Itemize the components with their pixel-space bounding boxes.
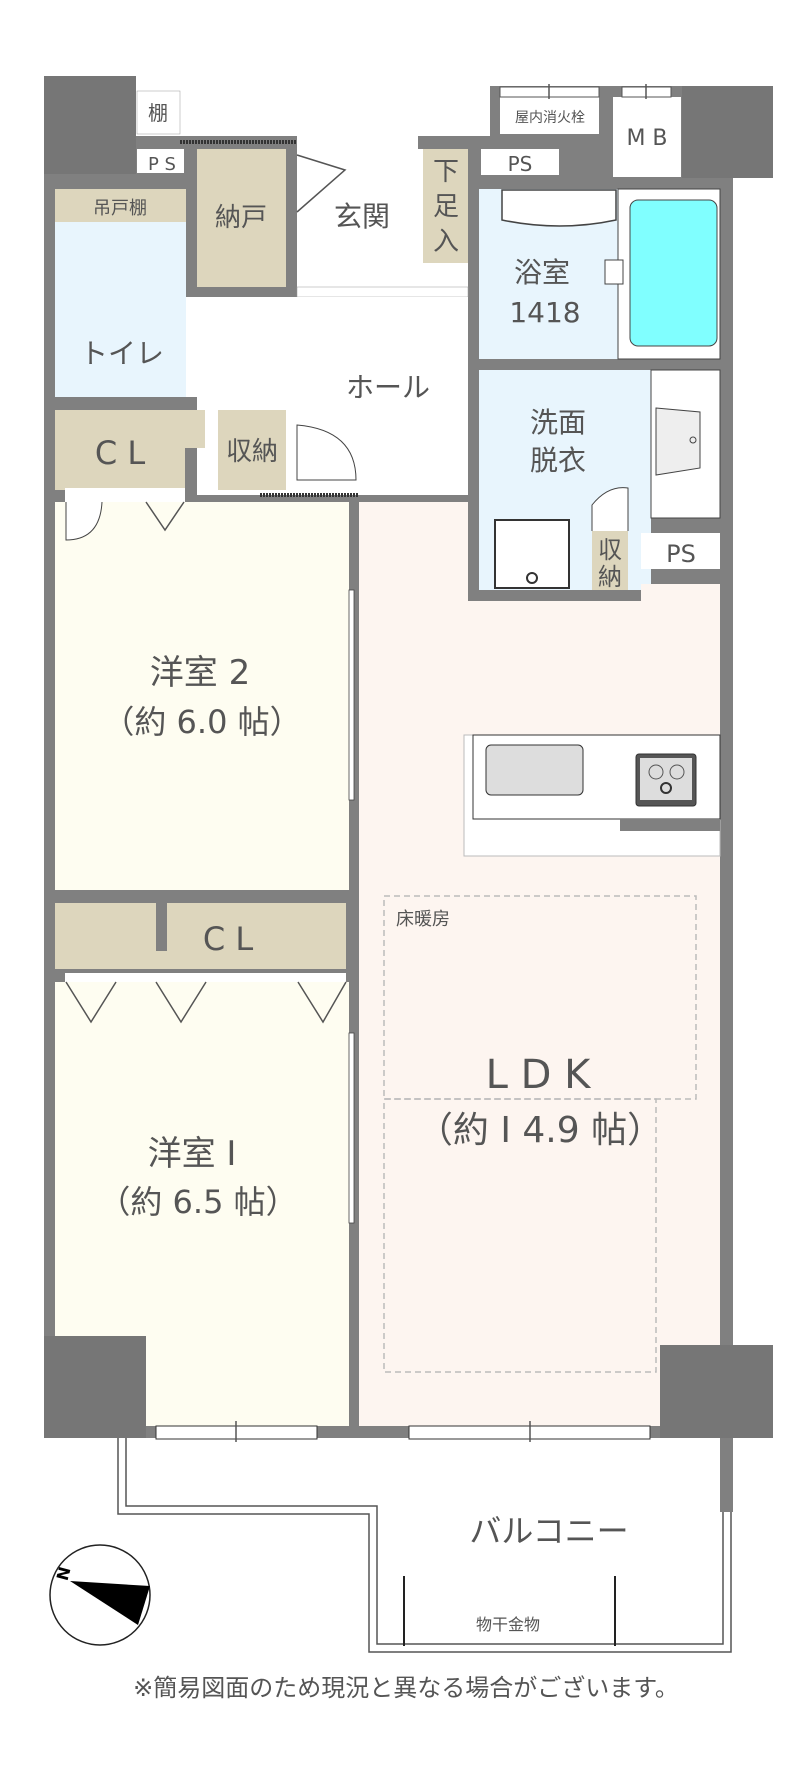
storage-hall[interactable] bbox=[218, 410, 286, 490]
label-shoe-box-3: 入 bbox=[433, 227, 459, 257]
label-mb: M B bbox=[626, 126, 667, 151]
label-closet-top: C L bbox=[95, 434, 146, 472]
north-arrow-icon: N bbox=[49, 1544, 151, 1646]
bedroom2-sliding-door[interactable] bbox=[348, 589, 355, 801]
mb-box bbox=[613, 97, 681, 177]
closet-mid[interactable] bbox=[55, 903, 346, 969]
label-closet-mid: C L bbox=[203, 920, 254, 958]
label-ldk-size: （約 I 4.9 帖） bbox=[417, 1110, 663, 1151]
label-entrance: 玄関 bbox=[334, 200, 390, 233]
compass-label: N bbox=[53, 1565, 75, 1583]
entrance-door-opening[interactable] bbox=[297, 136, 418, 149]
label-washroom-1: 洗面 bbox=[530, 406, 586, 439]
balcony-outline bbox=[117, 1438, 732, 1653]
washing-machine-pan bbox=[494, 519, 570, 589]
shoe-box[interactable] bbox=[423, 149, 468, 263]
ps-top-right-box bbox=[481, 149, 559, 175]
label-toilet: トイレ bbox=[80, 337, 164, 370]
label-hanging-cupboard: 吊戸棚 bbox=[93, 198, 147, 219]
label-storage-wash-2: 納 bbox=[598, 563, 622, 591]
storeroom[interactable] bbox=[197, 149, 286, 287]
footer-note: ※簡易図面のため現況と異なる場合がございます。 bbox=[133, 1674, 679, 1702]
kitchen-sink bbox=[485, 744, 584, 796]
ldk-room[interactable] bbox=[359, 502, 720, 1426]
closet-top[interactable] bbox=[55, 410, 185, 490]
label-ps-top-left: P S bbox=[148, 154, 176, 175]
label-storage-wash-1: 収 bbox=[598, 536, 622, 564]
label-bedroom2-size: （約 6.0 帖） bbox=[102, 703, 301, 741]
shelf-box bbox=[136, 90, 181, 135]
label-drying-rack: 物干金物 bbox=[476, 1615, 540, 1634]
toilet-room[interactable] bbox=[55, 222, 186, 397]
bedroom1[interactable] bbox=[146, 982, 349, 1426]
fire-hydrant-box bbox=[500, 97, 599, 134]
balcony-windows bbox=[155, 1421, 651, 1442]
exterior-window-marks bbox=[499, 84, 672, 99]
label-shoe-box-2: 足 bbox=[433, 192, 459, 222]
label-shoe-box-1: 下 bbox=[433, 157, 459, 187]
label-bedroom2: 洋室 2 bbox=[150, 653, 250, 693]
label-bathroom: 浴室 bbox=[514, 256, 570, 289]
ps-top-left-box bbox=[137, 149, 184, 173]
label-fire-hydrant: 屋内消火栓 bbox=[515, 110, 585, 126]
hanging-cupboard bbox=[55, 189, 186, 222]
label-bedroom1-size: （約 6.5 帖） bbox=[98, 1183, 297, 1221]
label-balcony: バルコニー bbox=[469, 1512, 628, 1550]
label-washroom-2: 脱衣 bbox=[530, 444, 586, 477]
room-labels: 棚 P S 屋内消火栓 M B PS 吊戸棚 納戸 玄関 下 足 入 浴室 14… bbox=[80, 101, 696, 1634]
label-storeroom: 納戸 bbox=[215, 203, 267, 233]
label-bathroom-size: 1418 bbox=[509, 296, 580, 329]
bathtub-water bbox=[629, 199, 718, 347]
label-ps-right: PS bbox=[666, 540, 696, 568]
label-hall: ホール bbox=[346, 371, 430, 404]
ps-right-box bbox=[641, 533, 720, 569]
label-ldk: L D K bbox=[486, 1052, 593, 1098]
label-floor-heating: 床暖房 bbox=[396, 909, 450, 930]
storage-wash[interactable] bbox=[592, 531, 628, 590]
bedroom1-sliding-door[interactable] bbox=[348, 1032, 355, 1224]
label-shelf: 棚 bbox=[148, 101, 168, 125]
bedroom2[interactable] bbox=[55, 502, 349, 890]
label-bedroom1: 洋室 I bbox=[148, 1134, 237, 1174]
label-storage-hall: 収納 bbox=[226, 437, 278, 467]
label-ps-top-right: PS bbox=[508, 152, 533, 176]
